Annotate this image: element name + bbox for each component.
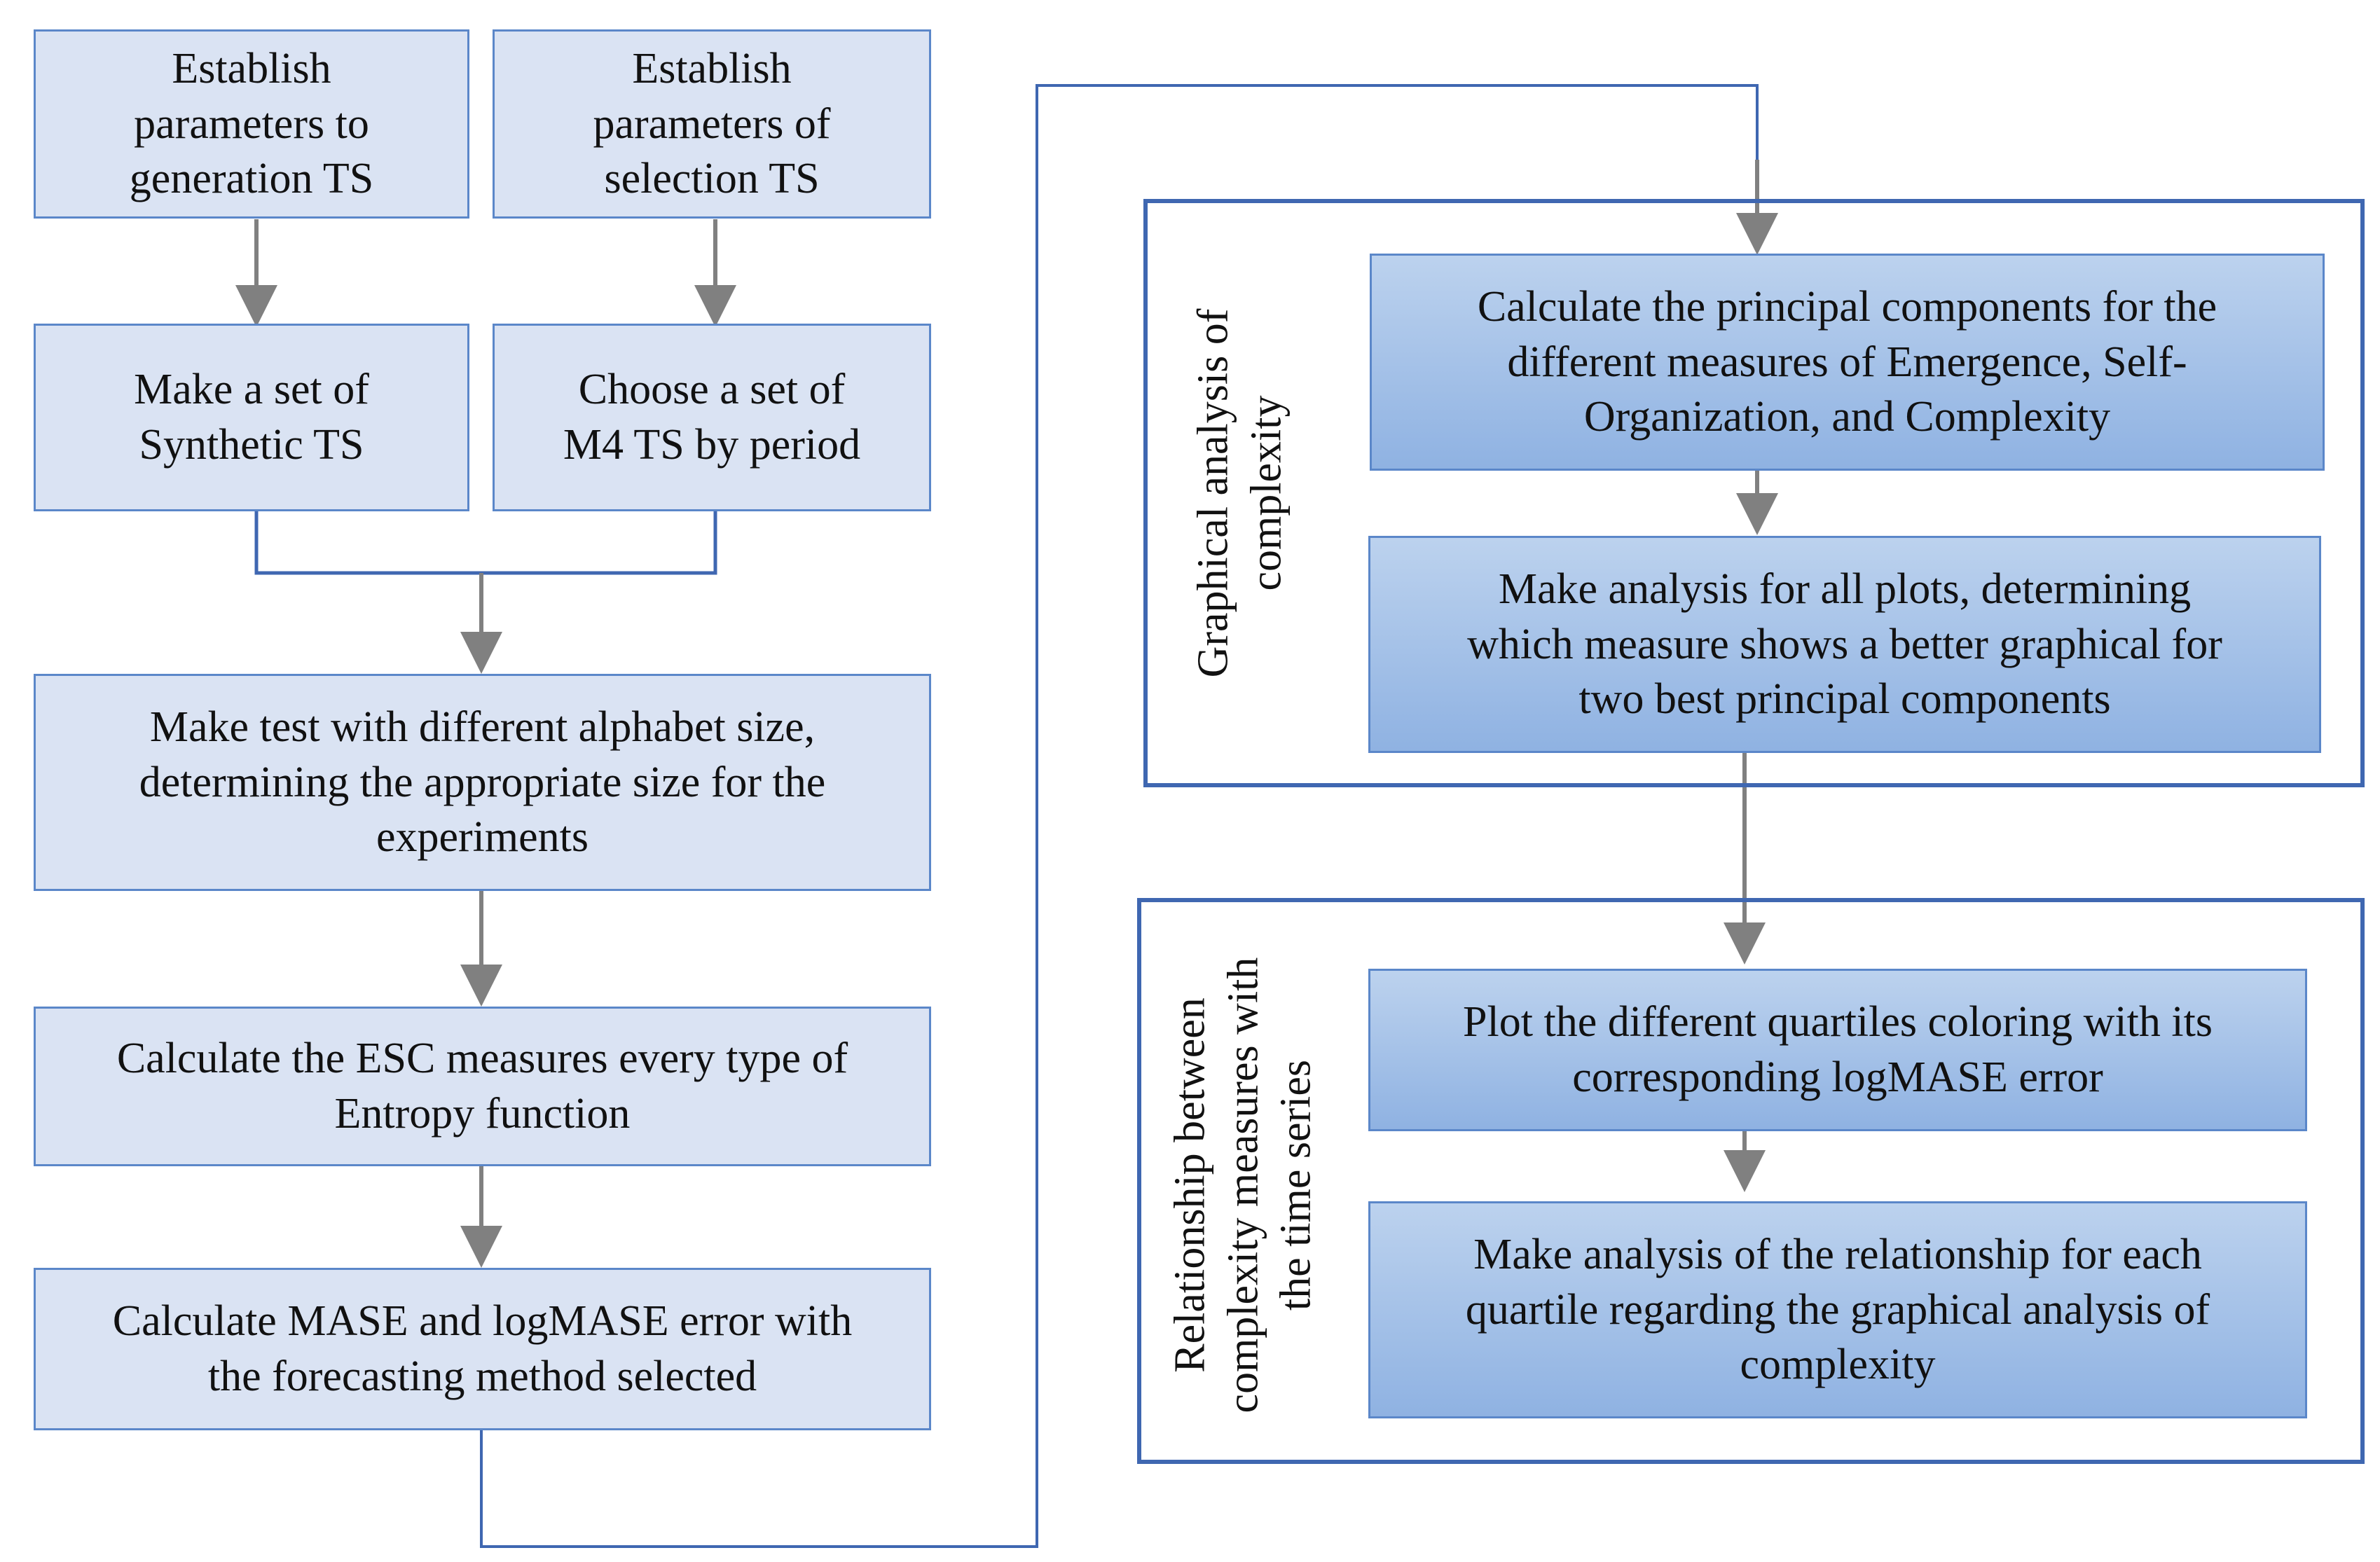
relationship-label: Relationship between complexity measures… bbox=[1166, 957, 1320, 1414]
route-mase-to-principal bbox=[480, 84, 1759, 1548]
merge-connector bbox=[254, 511, 717, 575]
establish-generation-box: Establish parameters to generation TS bbox=[34, 29, 469, 219]
alphabet-test-box: Make test with different alphabet size, … bbox=[34, 674, 931, 891]
graphical-analysis-label: Graphical analysis of complexity bbox=[1189, 308, 1290, 678]
principal-components-box: Calculate the principal components for t… bbox=[1370, 254, 2325, 471]
graphical-analysis-group bbox=[1143, 199, 2365, 787]
esc-measures-box: Calculate the ESC measures every type of… bbox=[34, 1007, 931, 1166]
quartiles-plot-box: Plot the different quartiles coloring wi… bbox=[1368, 969, 2307, 1131]
relationship-analysis-box: Make analysis of the relationship for ea… bbox=[1368, 1201, 2307, 1418]
choose-m4-box: Choose a set of M4 TS by period bbox=[493, 324, 931, 511]
establish-selection-box: Establish parameters of selection TS bbox=[493, 29, 931, 219]
relationship-group bbox=[1137, 898, 2365, 1464]
plots-analysis-box: Make analysis for all plots, determining… bbox=[1368, 536, 2321, 753]
mase-error-box: Calculate MASE and logMASE error with th… bbox=[34, 1268, 931, 1430]
make-synthetic-box: Make a set of Synthetic TS bbox=[34, 324, 469, 511]
